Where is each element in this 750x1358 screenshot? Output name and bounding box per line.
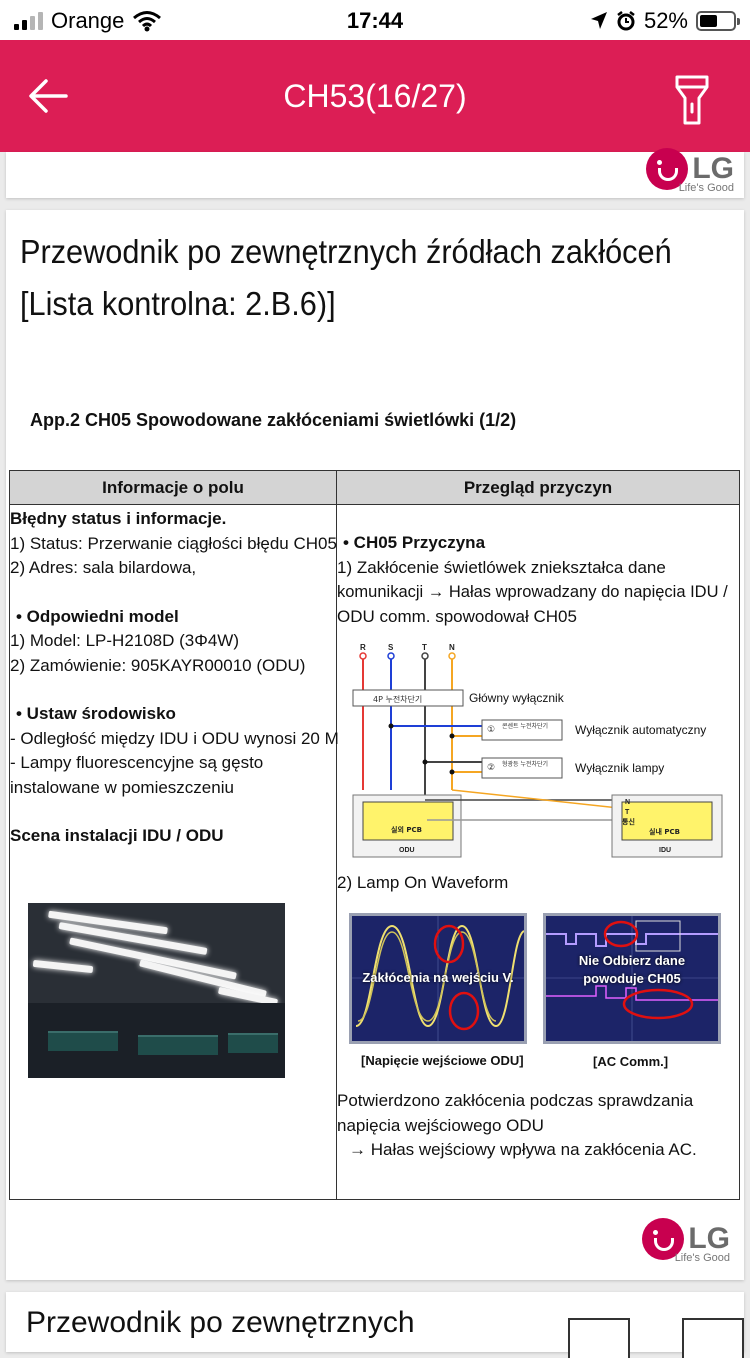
- odu-voltage-scope: Zakłócenia na wejściu V.: [349, 913, 527, 1044]
- location-icon: [590, 12, 607, 29]
- slide-page: Przewodnik po zewnętrznych źródłach zakł…: [6, 210, 744, 1280]
- app-bar: CH53(16/27): [0, 40, 750, 152]
- alarm-icon: [617, 11, 635, 31]
- previous-slide: LG Life's Good: [6, 148, 744, 198]
- ac-comm-scope: Nie Odbierz dane powoduje CH05: [543, 913, 721, 1044]
- svg-text:T: T: [625, 809, 630, 816]
- flashlight-icon[interactable]: [674, 74, 710, 126]
- carrier-name: Orange: [51, 8, 125, 33]
- svg-text:Główny wyłącznik: Główny wyłącznik: [469, 691, 565, 705]
- cause-overview-cell: • CH05 Przyczyna 1) Zakłócenie świetlówe…: [336, 504, 740, 1200]
- svg-text:통신: 통신: [622, 817, 635, 826]
- svg-text:N: N: [449, 643, 455, 652]
- svg-text:형광등 누전차단기: 형광등 누전차단기: [502, 760, 548, 768]
- lg-logo-icon: [642, 1218, 685, 1260]
- next-slide: Przewodnik po zewnętrznych: [6, 1292, 744, 1358]
- svg-text:4P 누전차단기: 4P 누전차단기: [373, 694, 422, 704]
- wiring-diagram: R S T N 4: [352, 643, 723, 858]
- table-header-cause-overview: Przegląd przyczyn: [336, 470, 740, 505]
- next-slide-heading: Przewodnik po zewnętrznych: [26, 1306, 415, 1339]
- battery-percent: 52%: [643, 8, 688, 33]
- table-header-field-info: Informacje o polu: [9, 470, 337, 505]
- lg-logo-icon: [646, 148, 689, 190]
- signal-icon: [14, 12, 43, 30]
- svg-text:N: N: [625, 799, 630, 806]
- svg-text:R: R: [360, 643, 366, 652]
- status-bar: Orange 17:44 52%: [0, 0, 750, 40]
- slide-heading: Przewodnik po zewnętrznych źródłach zakł…: [20, 233, 672, 322]
- svg-text:실외 PCB: 실외 PCB: [391, 825, 422, 834]
- slide-subheading: App.2 CH05 Spowodowane zakłóceniami świe…: [30, 410, 517, 430]
- info-table: Informacje o polu Przegląd przyczyn Błęd…: [9, 470, 740, 1200]
- installation-photo: [28, 903, 285, 1078]
- svg-text:Wyłącznik lampy: Wyłącznik lampy: [575, 761, 664, 775]
- lg-logo: LG Life's Good: [646, 148, 734, 194]
- field-info-cell: Błędny status i informacje. 1) Status: P…: [9, 504, 339, 1200]
- svg-text:S: S: [388, 643, 394, 652]
- lg-logo: LG Life's Good: [642, 1218, 730, 1264]
- battery-icon: [696, 11, 740, 31]
- svg-text:Wyłącznik automatyczny: Wyłącznik automatyczny: [575, 723, 706, 737]
- device-icon: [682, 1318, 744, 1358]
- back-arrow-icon[interactable]: [26, 74, 70, 118]
- svg-text:T: T: [422, 643, 427, 652]
- status-time: 17:44: [346, 8, 404, 33]
- svg-text:콘센트 누전차단기: 콘센트 누전차단기: [502, 722, 548, 730]
- wifi-icon: [133, 11, 162, 32]
- svg-text:ODU: ODU: [399, 847, 415, 854]
- svg-text:①: ①: [487, 725, 495, 735]
- device-icon: [568, 1318, 630, 1358]
- svg-text:②: ②: [487, 763, 495, 773]
- svg-text:IDU: IDU: [659, 847, 671, 854]
- page-title: CH53(16/27): [283, 78, 467, 114]
- svg-text:실내 PCB: 실내 PCB: [649, 827, 680, 836]
